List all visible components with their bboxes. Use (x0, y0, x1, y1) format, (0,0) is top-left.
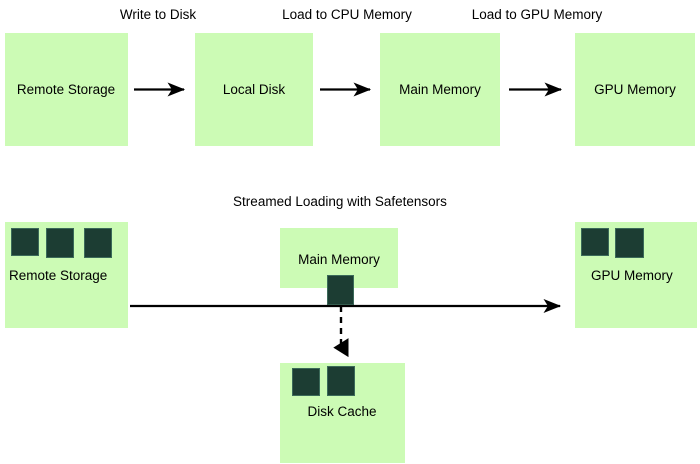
arrow-dashed-main-memory-to-disk-cache (333, 306, 349, 358)
node-label-main-memory-bottom: Main Memory (298, 252, 380, 267)
arrow-local-disk-to-main-memory (320, 82, 372, 97)
chunk-gpu-memory-1 (581, 228, 609, 256)
section-title-streamed-loading: Streamed Loading with Safetensors (233, 194, 447, 209)
chunk-main-memory-1 (327, 275, 354, 305)
edge-label-load-to-cpu-memory: Load to CPU Memory (282, 7, 412, 22)
node-label-main-memory-top: Main Memory (399, 82, 481, 97)
arrow-streamed-remote-to-gpu (130, 298, 562, 314)
edge-label-write-to-disk: Write to Disk (119, 7, 197, 22)
node-label-gpu-memory-bottom: GPU Memory (591, 268, 673, 283)
chunk-disk-cache-2 (327, 366, 355, 396)
node-local-disk (195, 33, 313, 146)
node-label-disk-cache: Disk Cache (307, 404, 377, 419)
node-label-gpu-memory-top: GPU Memory (594, 82, 676, 97)
edge-label-load-to-gpu-memory: Load to GPU Memory (471, 7, 603, 22)
node-main-memory-top (380, 33, 500, 146)
chunk-remote-storage-2 (46, 228, 74, 258)
chunk-disk-cache-1 (292, 368, 320, 396)
chunk-gpu-memory-2 (615, 228, 644, 258)
arrow-remote-to-local-disk (134, 82, 186, 97)
chunk-remote-storage-1 (11, 228, 39, 256)
arrow-main-memory-to-gpu-memory (509, 82, 563, 97)
node-gpu-memory-top (575, 33, 695, 146)
node-label-remote-storage-bottom: Remote Storage (9, 268, 108, 283)
node-label-local-disk: Local Disk (222, 82, 286, 97)
chunk-remote-storage-3 (84, 228, 112, 258)
node-label-remote-storage-top: Remote Storage (16, 82, 116, 97)
node-remote-storage-top (5, 33, 128, 146)
